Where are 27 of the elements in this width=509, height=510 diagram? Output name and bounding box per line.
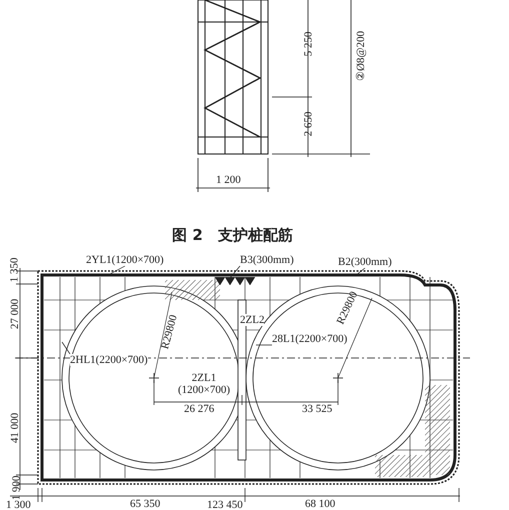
dimension-text: 65 350 xyxy=(130,498,160,510)
dimension-text: R29800 xyxy=(159,314,180,350)
leader-line xyxy=(256,344,272,346)
dimension-text: 2ZL2 xyxy=(240,314,264,326)
dimension-text: 1 300 xyxy=(6,499,31,510)
callout-label: B3(300mm) xyxy=(240,254,294,266)
dimension-text: 2 650 xyxy=(302,112,314,136)
leader-line xyxy=(62,342,70,354)
callout-label: 2HL1(2200×700) xyxy=(70,354,148,366)
dimension-text: 5 250 xyxy=(302,32,314,56)
callout-label: 28L1(2200×700) xyxy=(272,333,348,345)
leader-line xyxy=(354,268,366,276)
dimension-text: 1 350 xyxy=(8,258,20,282)
dimension-text: 2ZL1 (1200×700) xyxy=(176,372,232,396)
dimension-text: 123 450 xyxy=(207,499,243,510)
dimension-text: 1 200 xyxy=(216,174,241,186)
callout-label: B2(300mm) xyxy=(338,256,392,268)
leader-line xyxy=(230,266,240,278)
dimension-text: ②Ø8@200 xyxy=(355,30,368,82)
dimension-text: 26 276 xyxy=(184,403,214,415)
callout-label: 2YL1(1200×700) xyxy=(86,254,164,266)
dimension-text: 27 000 xyxy=(9,298,22,330)
dimension-text: 33 525 xyxy=(302,403,332,415)
dimension-text: 41 000 xyxy=(9,412,22,444)
dimension-text: 68 100 xyxy=(305,498,336,510)
dimension-text: 1 900 xyxy=(10,476,22,500)
leader-line xyxy=(110,266,126,274)
